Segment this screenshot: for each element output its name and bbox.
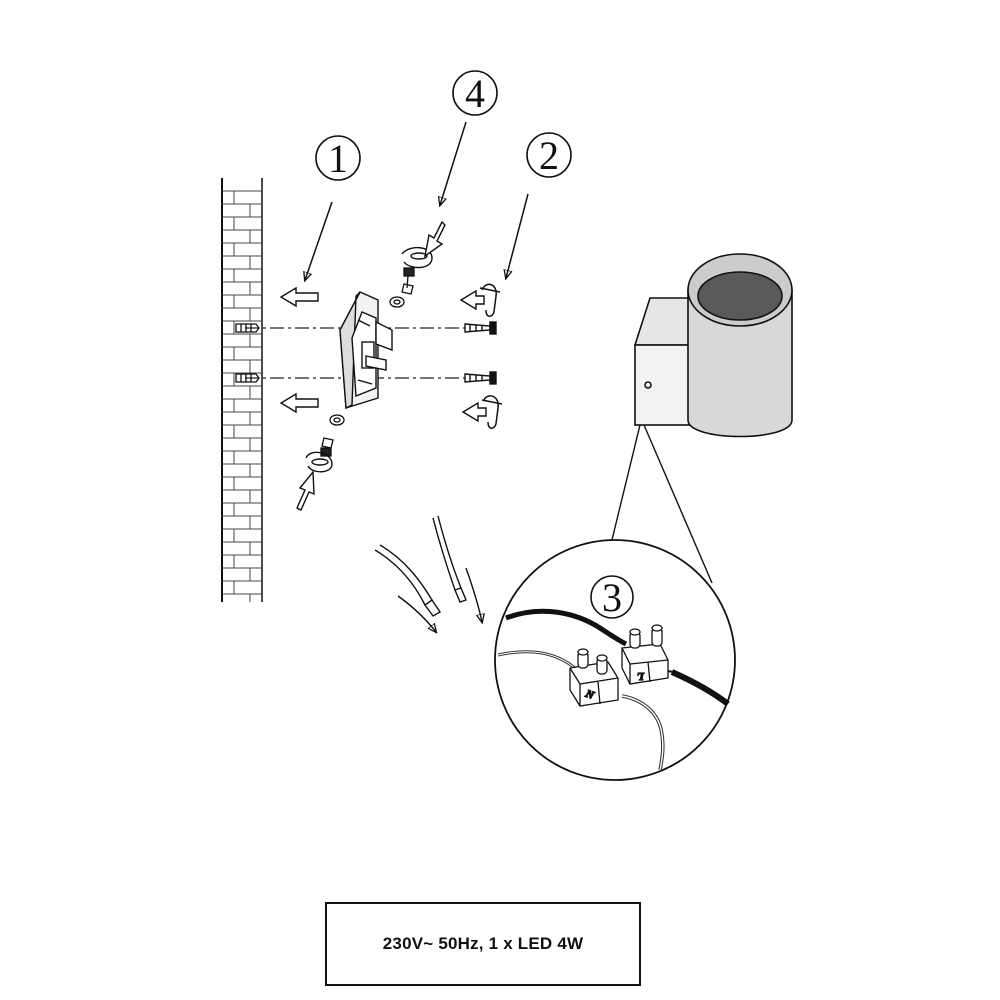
callout-1: 1 [315,135,361,181]
mounting-bracket [339,291,393,410]
callout-3 [590,575,634,619]
callout-3-label: 3 [602,575,622,620]
small-screw-upper [389,267,415,308]
callout-2: 2 [526,132,572,178]
terminal-live-label: L [637,670,645,682]
mounting-screw-top [464,321,497,335]
callout-leaders [305,121,529,280]
lamp-housing [633,253,793,438]
callout-4-label: 4 [465,71,485,116]
wall-plug-top [235,323,260,333]
spec-box: 230V~ 50Hz, 1 x LED 4W [325,902,641,986]
cap-clip-lower [305,451,333,473]
end-cap-upper [479,283,501,317]
callout-1-label: 1 [328,136,348,181]
callout-4: 4 [452,70,498,116]
zoom-funnel [609,424,713,584]
mains-cables [374,515,482,632]
callout-2-label: 2 [539,133,559,178]
spec-text: 230V~ 50Hz, 1 x LED 4W [382,934,584,953]
terminal-block-live: L [621,624,669,685]
wiring-detail: L N 3 [494,539,736,781]
mounting-screw-bottom [464,371,497,385]
end-cap-lower [481,395,503,429]
cap-clip-upper [401,247,433,269]
small-screw-lower [320,414,345,457]
direction-arrows [279,220,487,511]
brick-wall [221,178,263,602]
terminal-block-neutral: N [569,648,619,707]
wall-plug-bottom [235,373,260,383]
